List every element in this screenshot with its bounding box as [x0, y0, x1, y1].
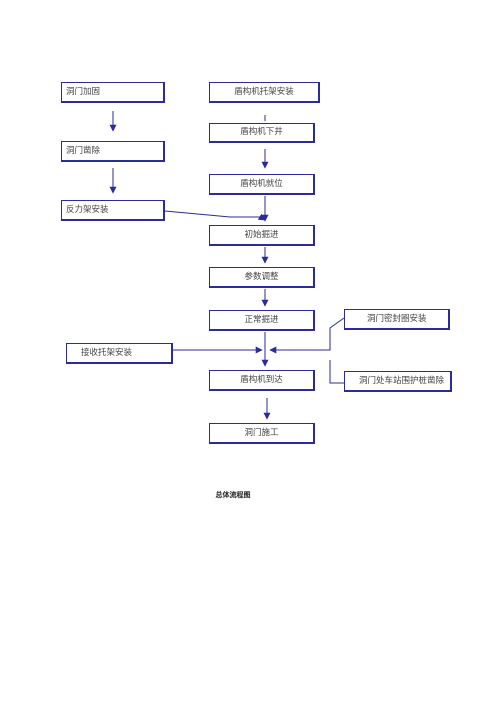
node-b5: 盾构机下井: [209, 123, 315, 143]
node-b4: 盾构机托架安装: [209, 82, 320, 103]
node-b2: 洞门凿除: [61, 141, 165, 162]
node-b6: 盾构机就位: [209, 174, 315, 195]
node-b11: 盾构机到达: [209, 370, 315, 391]
node-b13: 洞门密封圈安装: [344, 309, 450, 330]
node-b3: 反力架安装: [61, 200, 165, 221]
edge-b14-b11: [329, 360, 344, 384]
node-b12: 洞门施工: [209, 423, 315, 444]
edge-b13-b11: [269, 317, 345, 354]
diagram-caption: 总体流程图: [215, 490, 251, 499]
node-b7: 初始掘进: [209, 225, 315, 246]
edge-b3-b7: [164, 210, 266, 221]
node-b8: 参数调整: [209, 267, 315, 288]
node-b14: 洞门处车站围护桩凿除: [344, 371, 452, 392]
node-b1: 洞门加固: [61, 82, 165, 103]
node-b9: 正常掘进: [209, 310, 315, 331]
node-b10: 接收托架安装: [66, 343, 173, 364]
